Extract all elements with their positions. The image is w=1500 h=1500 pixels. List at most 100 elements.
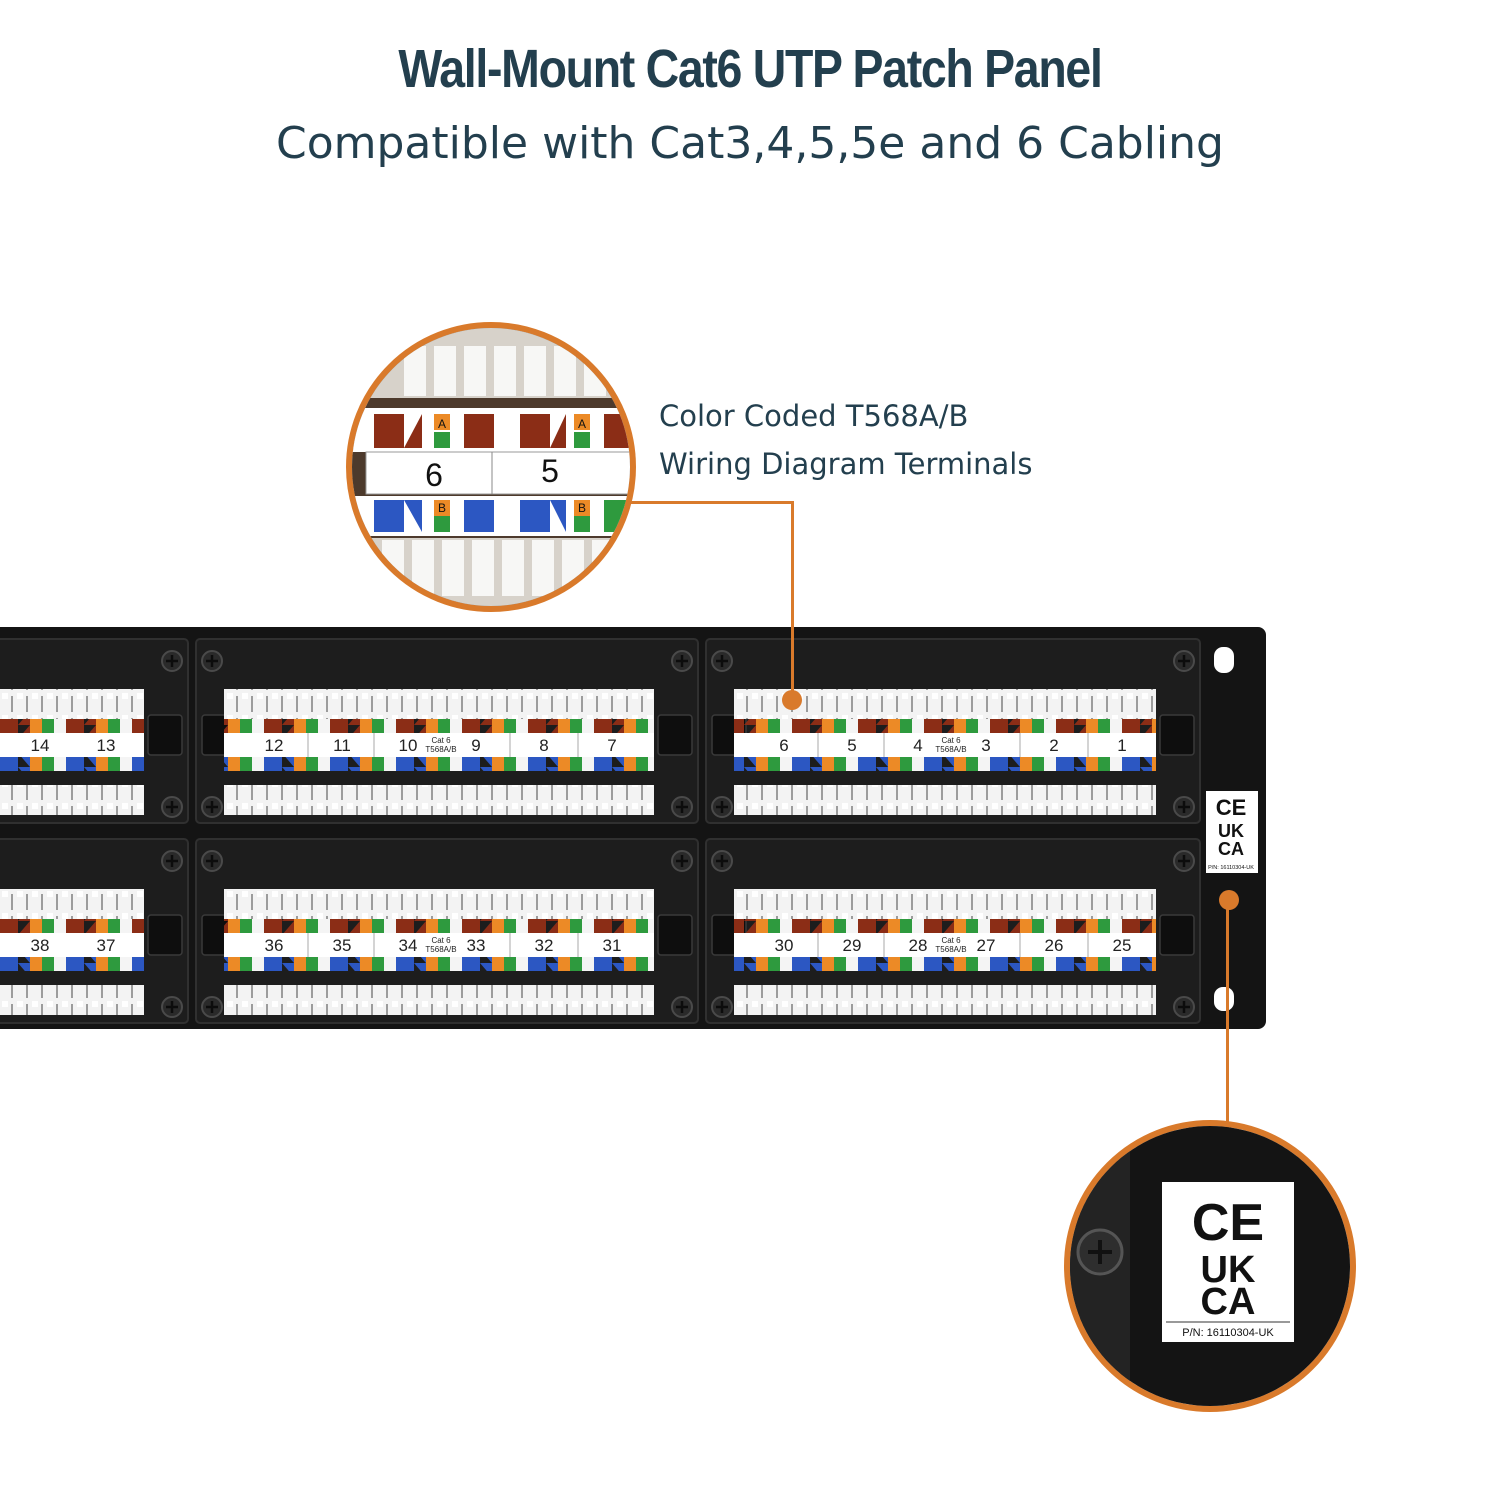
- port-number: 2: [1049, 736, 1058, 755]
- cat-label-line-2: T568A/B: [425, 745, 456, 754]
- port-number: 26: [1045, 936, 1064, 955]
- port-number: 27: [977, 936, 996, 955]
- port-number: 34: [399, 936, 418, 955]
- port-number: 37: [97, 936, 116, 955]
- wiring-lead-horizontal: [622, 501, 794, 504]
- zoom-letter-a-right: A: [578, 417, 586, 431]
- zoom-part-number: P/N: 16110304-UK: [1182, 1327, 1274, 1339]
- port-number: 25: [1113, 936, 1132, 955]
- port-number: 4: [913, 736, 922, 755]
- wire-color-strip-a: [734, 719, 1156, 733]
- port-number: 33: [467, 936, 486, 955]
- mounting-hole-top: [1214, 647, 1234, 673]
- port-number: 13: [97, 736, 116, 755]
- idc-teeth-bottom: [224, 985, 654, 1015]
- zoom-letter-a-left: A: [438, 417, 446, 431]
- cert-label: [1206, 791, 1258, 873]
- port-number: 36: [265, 936, 284, 955]
- page-title: Wall-Mount Cat6 UTP Patch Panel: [398, 39, 1102, 99]
- wire-color-strip-b: [0, 957, 144, 971]
- port-number: 30: [775, 936, 794, 955]
- wire-color-strip-b: [224, 957, 654, 971]
- cat-label-line-2: T568A/B: [425, 945, 456, 954]
- idc-teeth-top: [0, 889, 144, 919]
- idc-teeth-bottom: [224, 785, 654, 815]
- port-number: 5: [847, 736, 856, 755]
- port-number: 8: [539, 736, 548, 755]
- zoom-letter-b-left: B: [438, 501, 446, 515]
- module-latch: [657, 714, 693, 756]
- wiring-callout-line-1: Color Coded T568A/B: [659, 399, 969, 433]
- cat-label-line-1: Cat 6: [941, 736, 961, 745]
- cat-label-line-1: Cat 6: [941, 936, 961, 945]
- wiring-callout-line-2: Wiring Diagram Terminals: [659, 447, 1033, 481]
- module-latch: [1159, 914, 1195, 956]
- port-number: 7: [607, 736, 616, 755]
- wire-color-strip-b: [0, 757, 144, 771]
- port-number: 1: [1117, 736, 1126, 755]
- zoom-wiring-drawing: A A 6 5 B B: [352, 328, 630, 606]
- wiring-callout: Color Coded T568A/B Wiring Diagram Termi…: [659, 392, 1032, 488]
- idc-teeth-bottom: [734, 785, 1156, 815]
- cat-label-line-2: T568A/B: [935, 945, 966, 954]
- idc-teeth-top: [224, 689, 654, 719]
- port-label-strip: [734, 733, 1156, 757]
- port-label-strip: [0, 733, 144, 757]
- wiring-lead-dot: [782, 690, 802, 710]
- zoom-uk-mark: UK: [1201, 1249, 1256, 1291]
- port-number: 12: [265, 736, 284, 755]
- port-number: 35: [333, 936, 352, 955]
- port-label-strip: [734, 933, 1156, 957]
- idc-teeth-top: [224, 889, 654, 919]
- module-latch: [147, 714, 183, 756]
- port-number: 29: [843, 936, 862, 955]
- port-number: 28: [909, 936, 928, 955]
- cert-ca-mark: CA: [1218, 839, 1244, 859]
- zoom-ce-mark: CE: [1192, 1194, 1264, 1252]
- wire-color-strip-a: [0, 719, 144, 733]
- zoom-letter-b-right: B: [578, 501, 586, 515]
- wire-color-strip-a: [0, 919, 144, 933]
- port-number: 3: [981, 736, 990, 755]
- cert-part-number: P/N: 16110304-UK: [1208, 865, 1254, 871]
- module-latch: [147, 914, 183, 956]
- zoom-cert-label: CE UK CA P/N: 16110304-UK: [1064, 1120, 1356, 1412]
- idc-teeth-top: [734, 889, 1156, 919]
- port-label-strip: [224, 933, 654, 957]
- wire-color-strip-b: [734, 757, 1156, 771]
- port-number: 6: [779, 736, 788, 755]
- cat-label-line-1: Cat 6: [431, 936, 451, 945]
- idc-teeth-bottom: [0, 785, 144, 815]
- wiring-lead-vertical: [791, 501, 794, 691]
- wire-color-strip-a: [734, 919, 1156, 933]
- cert-uk-mark: UK: [1218, 821, 1244, 841]
- idc-teeth-bottom: [734, 985, 1156, 1015]
- port-number: 31: [603, 936, 622, 955]
- idc-teeth-top: [734, 689, 1156, 719]
- zoom-cert-sticker: [1162, 1182, 1294, 1342]
- wire-color-strip-a: [224, 919, 654, 933]
- wire-color-strip-b: [224, 757, 654, 771]
- port-number: 11: [333, 736, 351, 755]
- module-latch: [1159, 714, 1195, 756]
- zoom-ca-mark: CA: [1201, 1281, 1256, 1323]
- wire-color-strip-a: [224, 719, 654, 733]
- port-number: 32: [535, 936, 554, 955]
- page-subtitle: Compatible with Cat3,4,5,5e and 6 Cablin…: [276, 118, 1224, 169]
- zoom-wiring-terminals: A A 6 5 B B: [346, 322, 636, 612]
- zoom-port-5: 5: [541, 453, 559, 489]
- cat-label-line-1: Cat 6: [431, 736, 451, 745]
- idc-teeth-bottom: [0, 985, 144, 1015]
- zoom-cert-drawing: CE UK CA P/N: 16110304-UK: [1070, 1126, 1350, 1406]
- cat-label-line-2: T568A/B: [935, 745, 966, 754]
- module-latch: [657, 914, 693, 956]
- idc-teeth-top: [0, 689, 144, 719]
- wire-color-strip-b: [734, 957, 1156, 971]
- cert-lead-vertical: [1226, 905, 1229, 1130]
- cert-lead-dot: [1219, 890, 1239, 910]
- port-label-strip: [0, 933, 144, 957]
- cert-ce-mark: CE: [1216, 795, 1247, 820]
- port-number: 14: [31, 736, 50, 755]
